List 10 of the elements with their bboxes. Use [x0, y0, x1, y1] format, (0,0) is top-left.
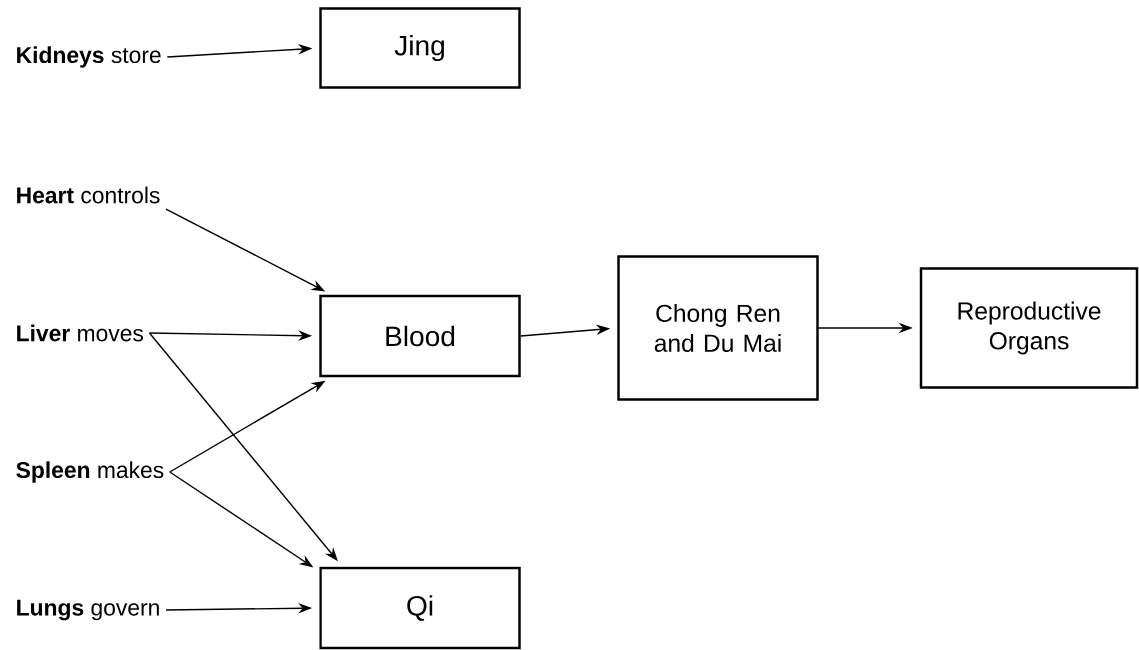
label-text: Liver moves: [17, 324, 144, 342]
label-text: Kidneys store: [17, 46, 161, 68]
label-text: Spleen makes: [16, 461, 164, 483]
process-box: Jing: [319, 7, 521, 89]
process-box: Reproductive Organs: [919, 267, 1139, 389]
label-text: Lungs govern: [17, 599, 159, 621]
process-box: Chong Ren and Du Mai: [617, 255, 819, 401]
process-box: Qi: [319, 566, 521, 650]
label-text: Heart controls: [17, 186, 160, 204]
process-box: Blood: [319, 294, 521, 378]
